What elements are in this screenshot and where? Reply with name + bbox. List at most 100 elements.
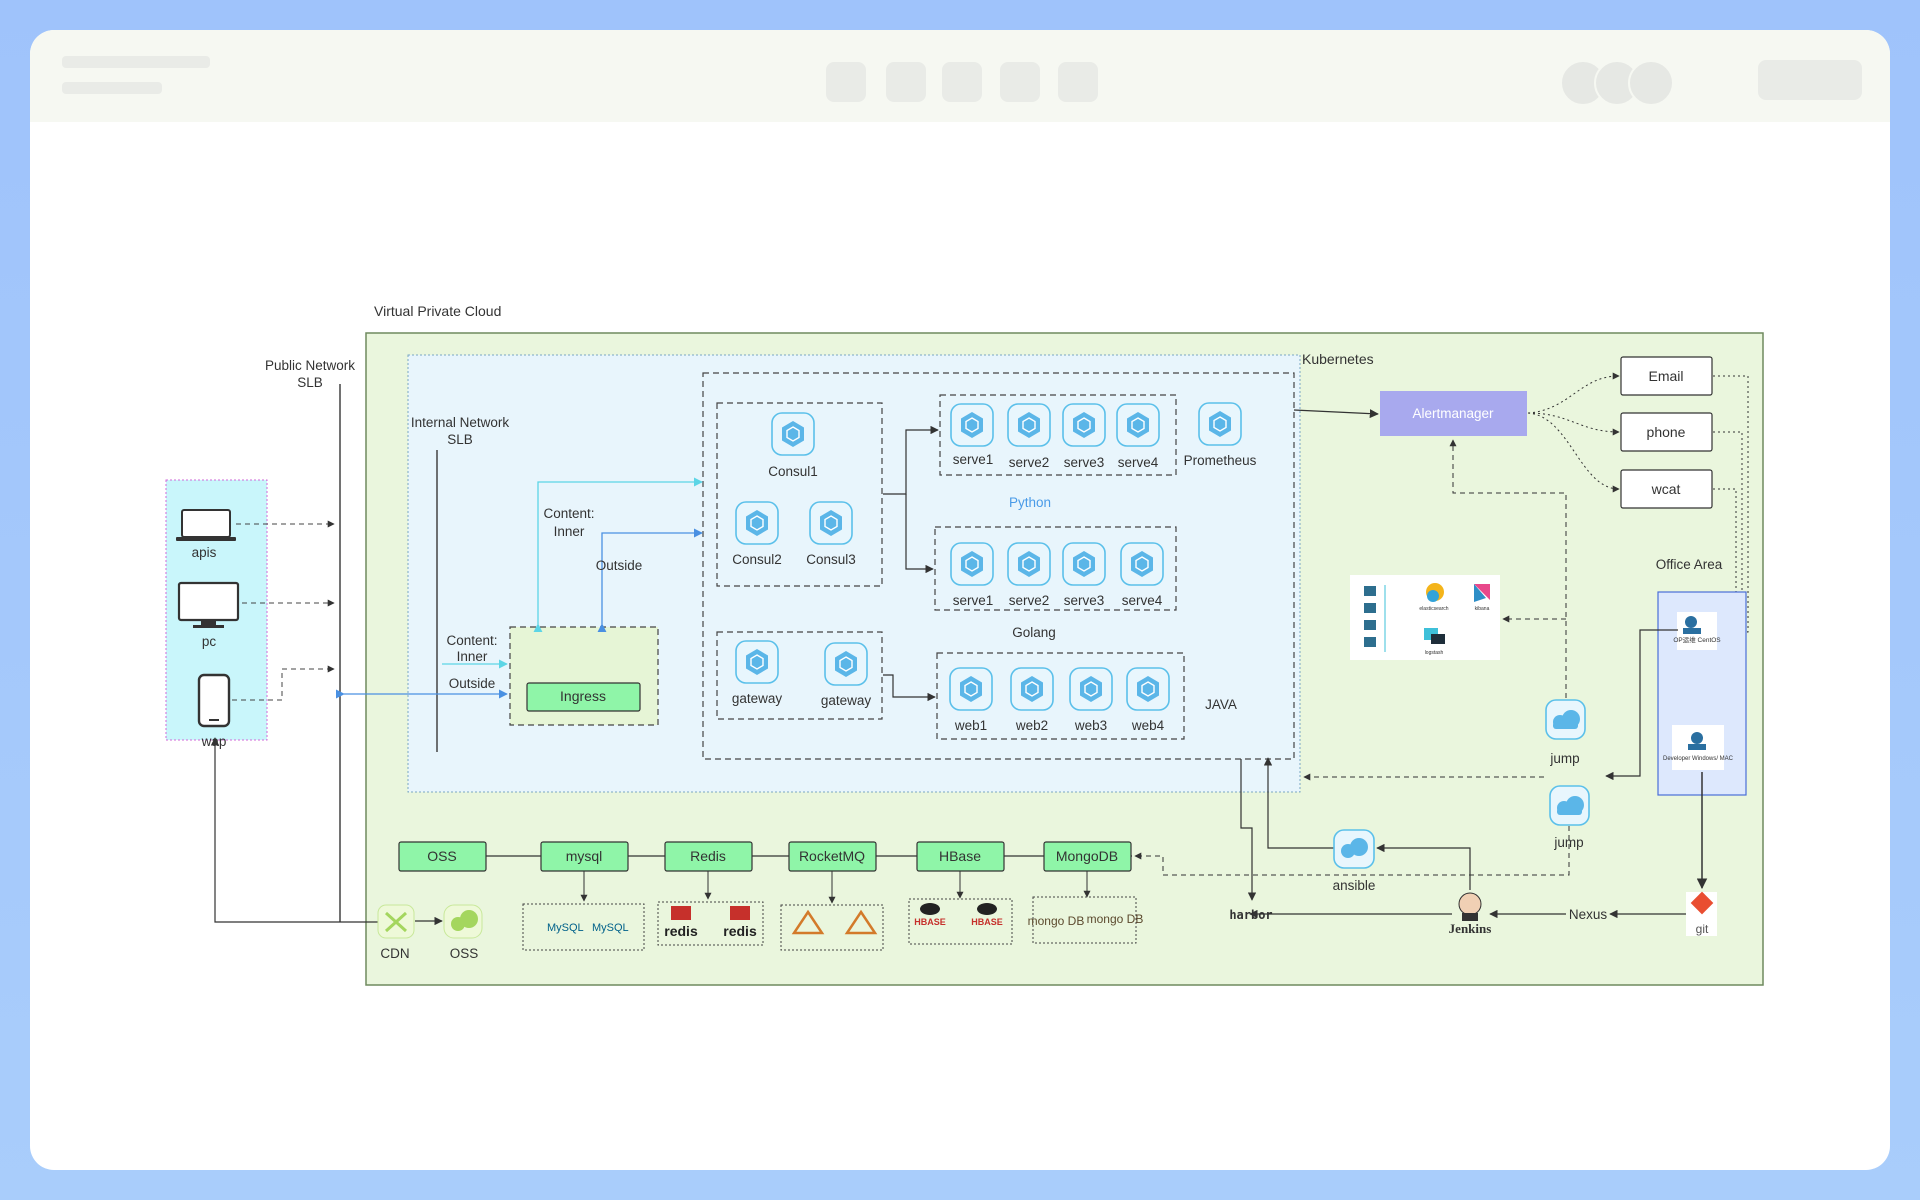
alert-email-arrow	[1527, 372, 1620, 414]
phone-icon[interactable]	[197, 673, 231, 728]
developer-label: Developer Windows/ MAC	[1663, 756, 1734, 762]
python-serve4-icon[interactable]	[1116, 403, 1160, 447]
email-label: Email	[1648, 368, 1683, 384]
jump2-cloud-icon[interactable]	[1549, 785, 1590, 826]
laptop-icon[interactable]	[176, 509, 236, 541]
golang-serve4-icon[interactable]	[1120, 542, 1164, 586]
golang-group	[934, 526, 1177, 611]
cdn-label: CDN	[380, 946, 409, 961]
golang-serve2-icon[interactable]	[1007, 542, 1051, 586]
consul3-label: Consul3	[806, 552, 856, 567]
office-area-label: Office Area	[1656, 557, 1723, 572]
golang-serve1-icon[interactable]	[950, 542, 994, 586]
wcat-label: wcat	[1651, 481, 1681, 497]
rocketmq-logos	[780, 904, 884, 951]
nexus-label: Nexus	[1569, 907, 1608, 922]
consul2-icon[interactable]	[735, 501, 779, 545]
developer-laptop-icon[interactable]: Developer Windows/ MAC	[1663, 725, 1734, 770]
hbase-logo-1: HBASE	[914, 917, 946, 927]
golang-serve4-label: serve4	[1122, 593, 1163, 608]
alert-wcat-arrow	[1527, 412, 1620, 493]
java-label: JAVA	[1205, 697, 1237, 712]
golang-serve2-label: serve2	[1009, 593, 1050, 608]
kubernetes-label: Kubernetes	[1302, 351, 1374, 367]
centos-server-icon[interactable]: OP运维 CentOS	[1673, 612, 1721, 650]
hbase-orca-icon	[920, 903, 997, 915]
java-web2-icon[interactable]	[1010, 667, 1054, 711]
consul-python-arrow	[883, 425, 939, 495]
consul1-icon[interactable]	[771, 412, 815, 456]
gateway1-icon[interactable]	[735, 640, 779, 684]
java-web4-icon[interactable]	[1126, 667, 1170, 711]
store-rocketmq-label: RocketMQ	[799, 848, 865, 864]
hbase-logos	[908, 898, 1013, 945]
python-serve2-icon[interactable]	[1007, 403, 1051, 447]
git-icon[interactable]	[1686, 891, 1717, 936]
store-oss-box[interactable]	[398, 841, 487, 872]
mongodb-logo-2: mongo DB	[1087, 912, 1144, 926]
jenkins-label: Jenkins	[1449, 921, 1492, 936]
java-group	[936, 652, 1185, 740]
java-web3-icon[interactable]	[1069, 667, 1113, 711]
client-pc-label: pc	[202, 634, 217, 649]
ansible-k8s-arrow	[1263, 757, 1334, 849]
vpc-label: Virtual Private Cloud	[374, 303, 501, 319]
mysql-logo-1: MySQL	[547, 922, 584, 934]
alertmanager-box[interactable]	[1380, 391, 1527, 436]
jenkins-icon[interactable]	[1458, 892, 1482, 921]
consul3-icon[interactable]	[809, 501, 853, 545]
content-inner-left-2: Inner	[457, 649, 488, 664]
centos-label: OP运维 CentOS	[1673, 635, 1721, 644]
toolbar-button-5[interactable]	[1058, 62, 1098, 102]
ansible-label: ansible	[1333, 878, 1376, 893]
python-serve1-icon[interactable]	[950, 403, 994, 447]
ingress-box[interactable]	[526, 682, 641, 712]
toolbar-button-4[interactable]	[1000, 62, 1040, 102]
elk-stack-diagram: elasticsearch kibana logstash	[1350, 575, 1500, 660]
jump-mongodb-arrow	[1134, 826, 1570, 876]
email-box[interactable]	[1620, 356, 1713, 396]
title-placeholder	[62, 56, 210, 68]
golang-serve3-icon[interactable]	[1062, 542, 1106, 586]
mongodb-logos	[1032, 896, 1137, 944]
python-serve3-icon[interactable]	[1062, 403, 1106, 447]
phone-label: phone	[1647, 424, 1686, 440]
phone-box[interactable]	[1620, 412, 1713, 452]
java-web2-label: web2	[1015, 718, 1048, 733]
redis-logos	[657, 901, 764, 946]
avatar[interactable]	[1628, 60, 1674, 106]
toolbar-button-2[interactable]	[886, 62, 926, 102]
java-web4-label: web4	[1131, 718, 1165, 733]
gateway-group	[716, 631, 883, 720]
centos-jump-arrow	[1605, 629, 1678, 781]
git-label: git	[1696, 922, 1709, 936]
ansible-cloud-icon[interactable]	[1333, 829, 1375, 869]
jump1-cloud-icon[interactable]	[1545, 699, 1586, 740]
java-web3-label: web3	[1074, 718, 1107, 733]
gateway2-icon[interactable]	[824, 642, 868, 686]
cdn-icon[interactable]	[377, 904, 415, 939]
consul-group	[716, 402, 883, 587]
java-web1-icon[interactable]	[949, 667, 993, 711]
golang-serve1-label: serve1	[953, 593, 994, 608]
wcat-box[interactable]	[1620, 469, 1713, 509]
cdn-wap-arrow	[210, 737, 340, 923]
elk-logstash-label: logstash	[1425, 650, 1444, 656]
alertmanager-label: Alertmanager	[1412, 406, 1494, 421]
store-mongodb-label: MongoDB	[1056, 848, 1118, 864]
desktop-icon[interactable]	[177, 581, 240, 628]
internal-slb-label-1: Internal Network	[411, 415, 510, 430]
toolbar-button-1[interactable]	[826, 62, 866, 102]
prometheus-icon[interactable]	[1198, 402, 1242, 446]
python-serve2-label: serve2	[1009, 455, 1050, 470]
content-inner-top-2: Inner	[554, 524, 585, 539]
wap-arrow	[232, 665, 335, 701]
java-web1-label: web1	[954, 718, 987, 733]
content-inner-left-1: Content:	[446, 633, 497, 648]
golang-serve3-label: serve3	[1064, 593, 1105, 608]
share-button[interactable]	[1758, 60, 1862, 100]
oss-cloud-icon[interactable]	[443, 904, 483, 939]
harbor-label: harbor	[1229, 908, 1272, 922]
toolbar-button-3[interactable]	[942, 62, 982, 102]
store-redis-label: Redis	[690, 848, 726, 864]
